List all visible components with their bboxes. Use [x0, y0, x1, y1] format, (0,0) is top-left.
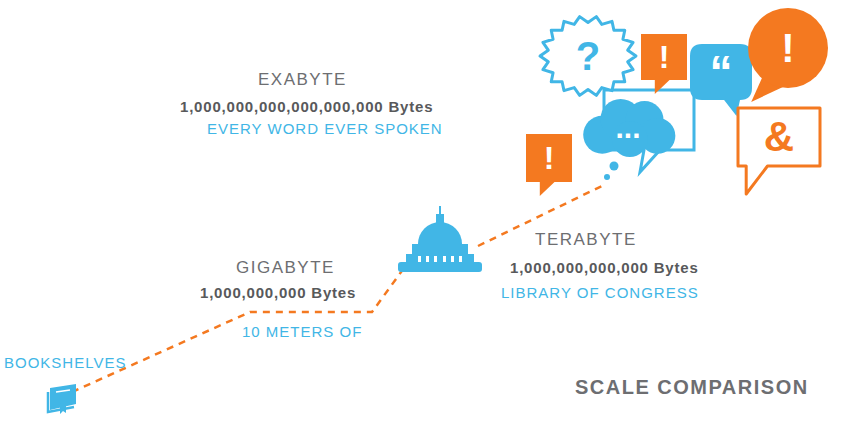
bubble-shape [540, 17, 636, 96]
thought-dot [604, 174, 610, 180]
bubble-symbol: “ [690, 44, 752, 100]
bubble-shape [526, 134, 572, 196]
bubble-outline [526, 134, 572, 196]
bubble-outline [540, 17, 636, 96]
book-icon [48, 384, 76, 414]
speech-bubble: ... [582, 100, 674, 156]
scale-example: 10 METERS OF BOOKSHELVES [4, 316, 376, 378]
byte-count: 1,000,000,000,000 Bytes [510, 259, 699, 276]
bubble-symbol: ! [526, 134, 572, 182]
bubble-outline [748, 8, 828, 88]
bubble-symbol: & [738, 108, 820, 166]
byte-count: 1,000,000,000,000,000,000 Bytes [180, 98, 433, 115]
bubble-shape [748, 8, 828, 102]
bubble-symbol: ! [748, 8, 828, 88]
bubble-symbol: ! [641, 34, 687, 80]
byte-count: 1,000,000,000 Bytes [200, 284, 356, 301]
thought-dot [610, 162, 619, 171]
speech-bubble: ! [641, 34, 687, 80]
bubble-symbol: ? [540, 16, 636, 96]
unit-name: EXABYTE [258, 70, 347, 90]
bubble-outline [738, 108, 820, 194]
bubble-shape [738, 108, 820, 194]
bubble-outline [690, 44, 752, 116]
capitol-icon [398, 206, 482, 272]
speech-bubble: & [738, 108, 820, 166]
unit-name: TERABYTE [535, 230, 637, 250]
bubble-shape [583, 99, 675, 157]
bubble-outline [641, 34, 687, 94]
diagram-title: SCALE COMPARISON [575, 376, 809, 399]
speech-bubble: “ [690, 44, 752, 100]
scale-example: LIBRARY OF CONGRESS [501, 284, 699, 301]
bubble-symbol: ... [582, 100, 674, 156]
speech-bubble: ? [540, 16, 636, 96]
speech-bubble: ! [748, 8, 828, 88]
unit-name: GIGABYTE [236, 258, 335, 278]
bubble-shape [690, 44, 752, 116]
bubble-shape [641, 34, 687, 94]
speech-bubble: ! [526, 134, 572, 182]
scale-example: EVERY WORD EVER SPOKEN [207, 120, 443, 137]
